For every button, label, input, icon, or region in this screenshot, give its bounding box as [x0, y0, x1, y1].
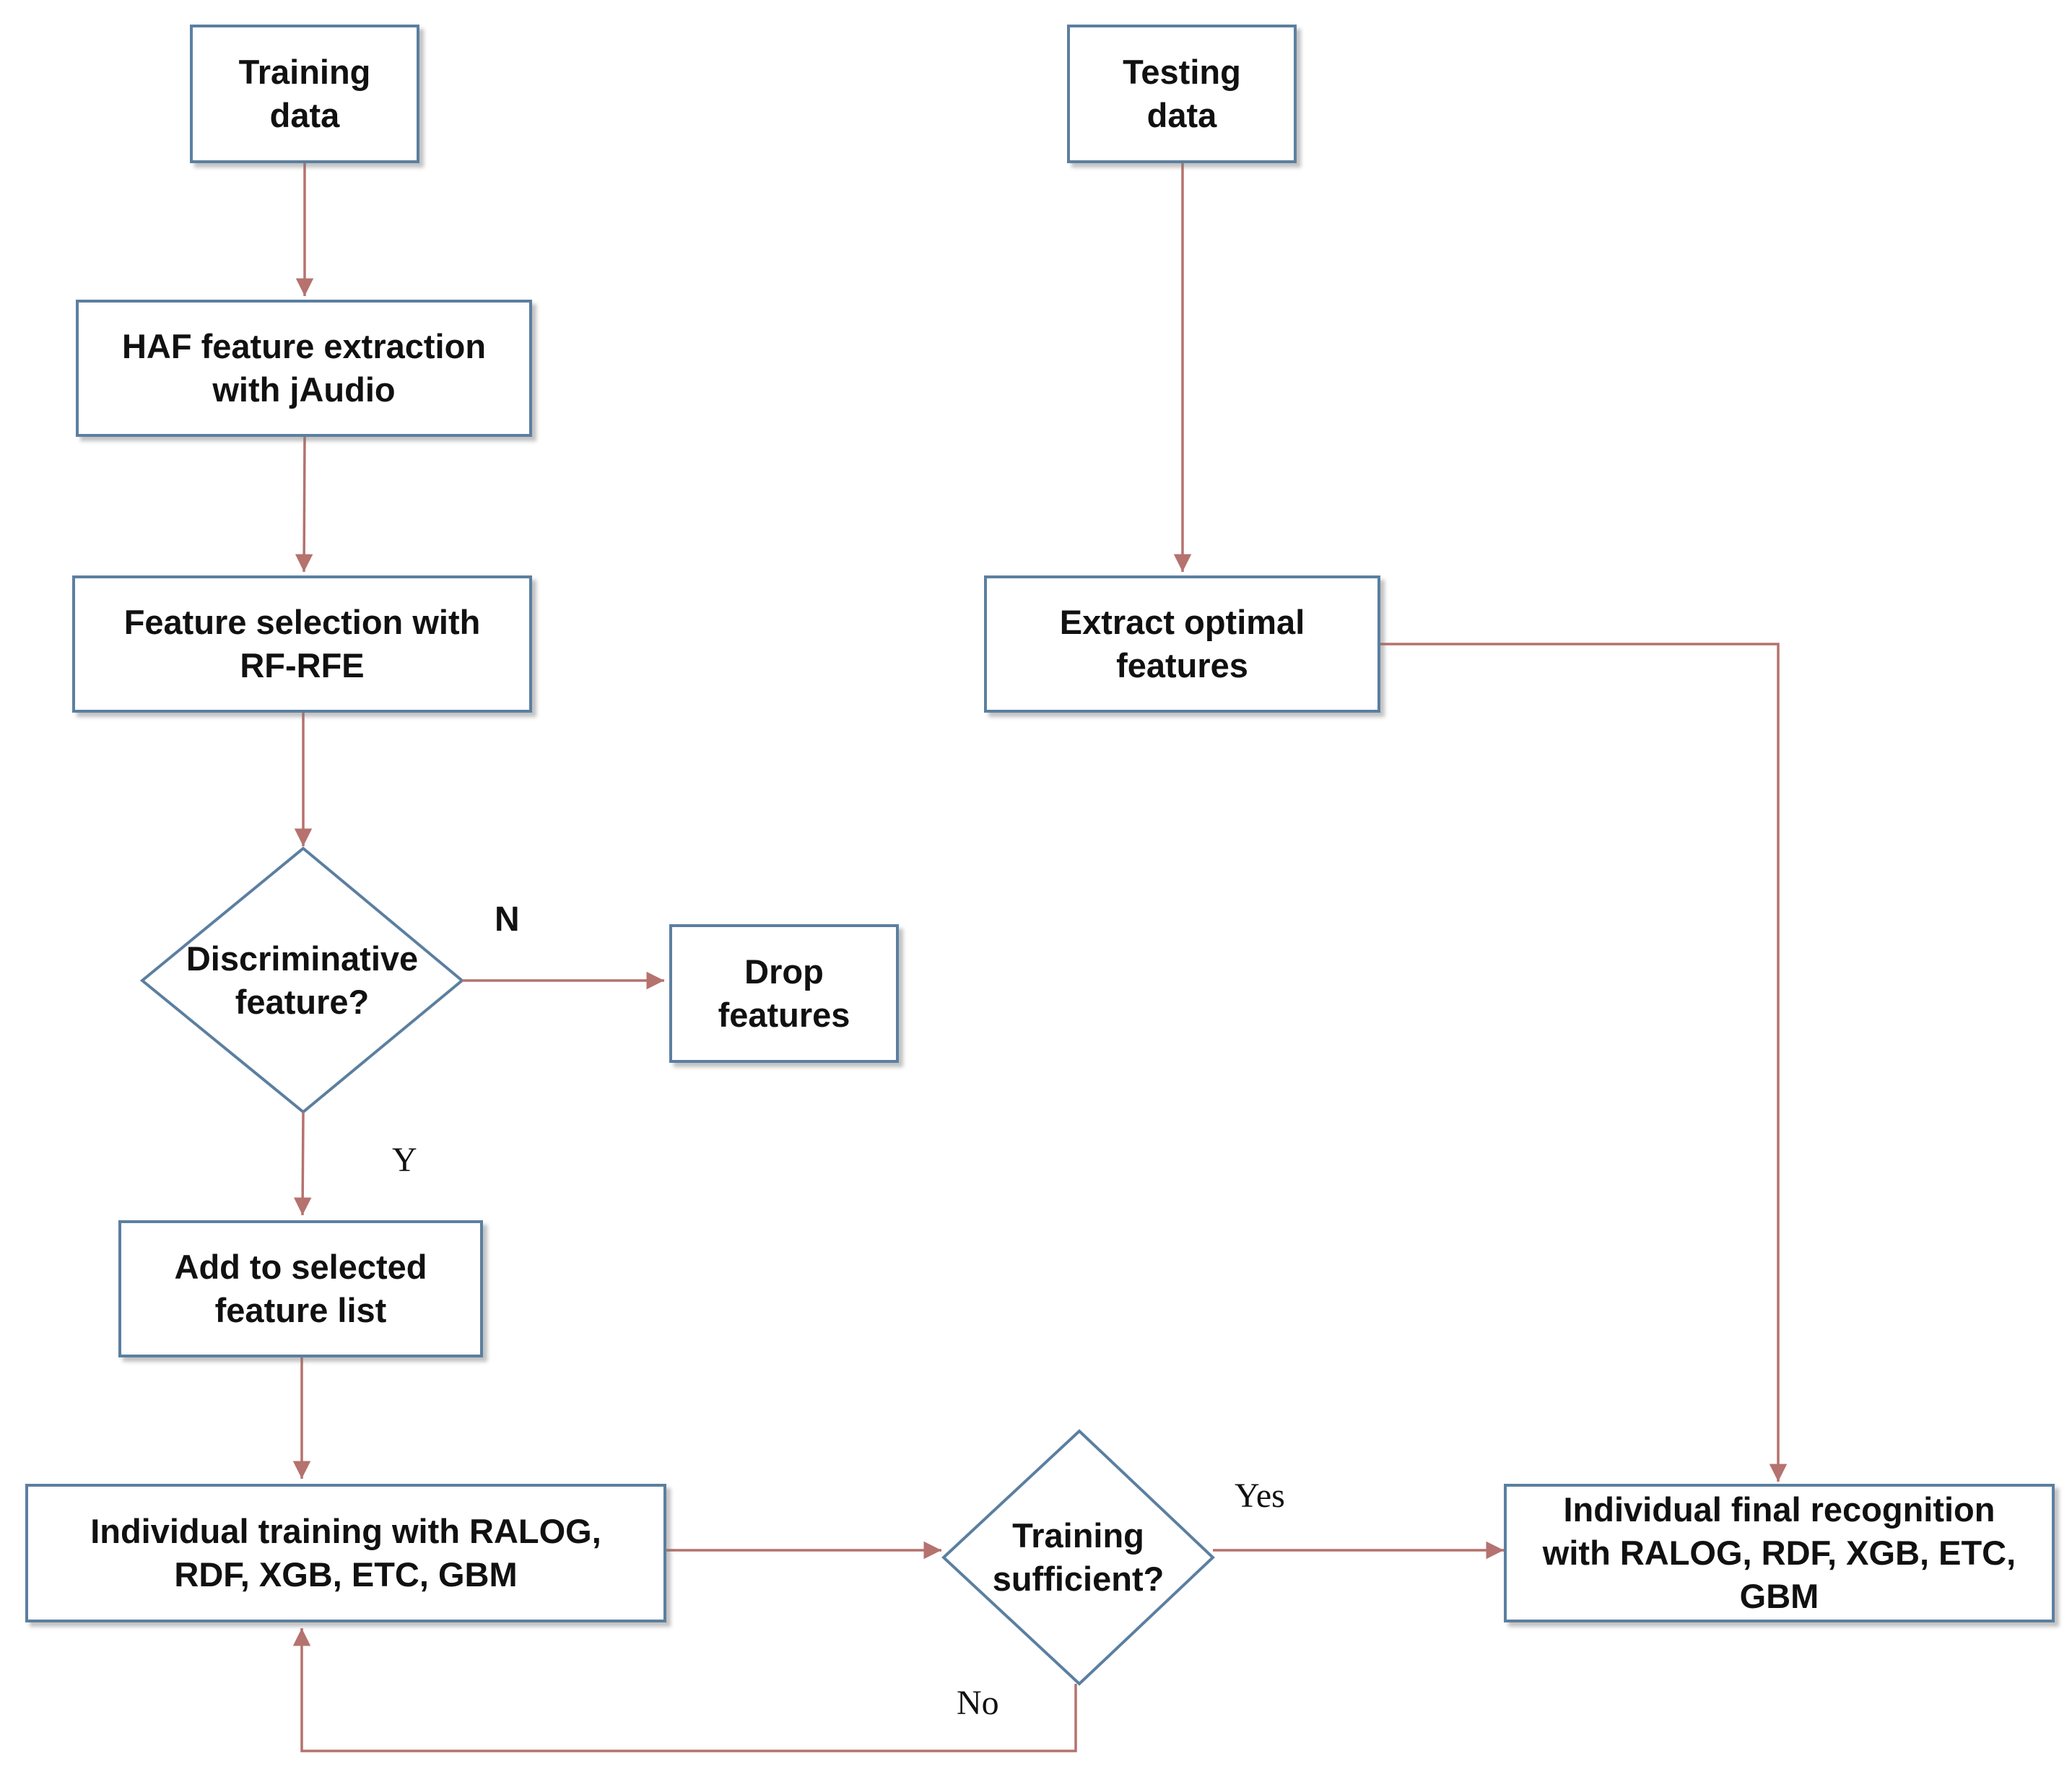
decision-diamond-training-sufficient: [941, 1429, 1215, 1686]
extract-optimal-label: Extract optimal features: [1059, 602, 1305, 684]
edge-label-n: N: [495, 900, 520, 939]
drop-features-label: Drop features: [718, 952, 850, 1034]
edge-label-y: Y: [392, 1141, 417, 1179]
training-sufficient-label: Training sufficient?: [992, 1516, 1165, 1598]
arrow-extract-to-final: [1380, 643, 1788, 1482]
feature-selection-box: Feature selection with RF-RFE: [72, 575, 532, 713]
arrow-discriminative-to-add: [293, 1111, 312, 1216]
training-data-box: Training data: [190, 25, 419, 163]
training-data-label: Training data: [238, 52, 371, 134]
arrow-haf-to-selection: [295, 436, 313, 573]
final-recognition-label: Individual final recognition with RALOG,…: [1542, 1490, 2016, 1616]
add-selected-box: Add to selected feature list: [118, 1220, 483, 1357]
haf-extraction-box: HAF feature extraction with jAudio: [76, 300, 532, 437]
testing-data-label: Testing data: [1123, 52, 1241, 134]
add-selected-label: Add to selected feature list: [174, 1247, 427, 1329]
feature-selection-label: Feature selection with RF-RFE: [123, 602, 481, 684]
edge-label-no: No: [957, 1684, 999, 1722]
individual-training-label: Individual training with RALOG, RDF, XGB…: [90, 1511, 601, 1594]
arrow-no-loop-back: [292, 1628, 1077, 1752]
haf-extraction-label: HAF feature extraction with jAudio: [121, 326, 487, 409]
individual-training-box: Individual training with RALOG, RDF, XGB…: [25, 1484, 666, 1622]
final-recognition-box: Individual final recognition with RALOG,…: [1504, 1484, 2055, 1622]
extract-optimal-box: Extract optimal features: [984, 575, 1380, 713]
testing-data-box: Testing data: [1067, 25, 1297, 163]
discriminative-label: Discriminative feature?: [186, 939, 419, 1021]
edge-label-yes: Yes: [1235, 1477, 1285, 1515]
drop-features-box: Drop features: [669, 924, 899, 1063]
